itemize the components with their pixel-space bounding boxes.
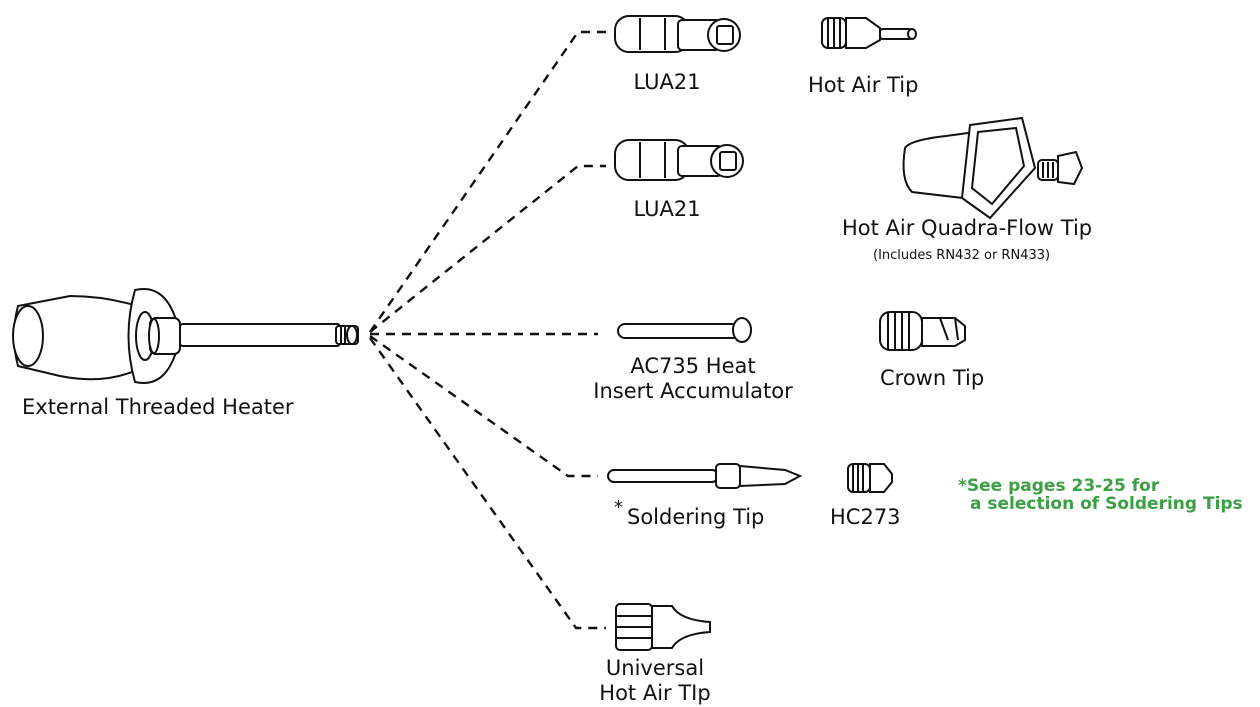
universal-label-line2: Hot Air TIp [599,681,711,705]
soldering-tip-label: Soldering Tip [627,505,765,529]
crown-tip-label: Crown Tip [880,366,985,390]
connector-soldering-tip [369,335,598,478]
crown-tip-illustration [879,311,966,351]
accumulator-label-line2: Insert Accumulator [593,379,793,403]
accumulator-label-line1: AC735 Heat [630,354,756,378]
quadra-flow-tip-illustration [902,116,1084,220]
lua21-top-label: LUA21 [633,70,701,94]
accumulator-illustration [617,317,752,343]
lua21-mid-illustration [614,139,744,181]
connector-universal [369,337,606,630]
external-threaded-heater-illustration [12,288,359,384]
lua21-top-illustration [614,15,741,53]
universal-label-line1: Universal [605,656,705,680]
connector-lua21-mid [369,164,606,333]
soldering-note-line1: *See pages 23-25 for [958,476,1160,496]
hc273-label: HC273 [830,505,901,529]
heater-label: External Threaded Heater [22,395,294,419]
hc273-illustration [847,463,893,493]
hot-air-tip-illustration [821,17,917,49]
hot-air-tip-label: Hot Air Tip [808,73,919,97]
quadra-flow-label: Hot Air Quadra-Flow Tip [842,216,1093,240]
connector-lua21-top [369,30,606,333]
soldering-tip-asterisk: * [614,497,623,518]
universal-tip-illustration [615,603,711,651]
soldering-tip-illustration [607,463,803,489]
soldering-note-line2: a selection of Soldering Tips [970,494,1243,514]
quadra-flow-sublabel: (Includes RN432 or RN433) [873,248,1051,263]
connector-lines [369,30,606,630]
lua21-mid-label: LUA21 [633,197,701,221]
